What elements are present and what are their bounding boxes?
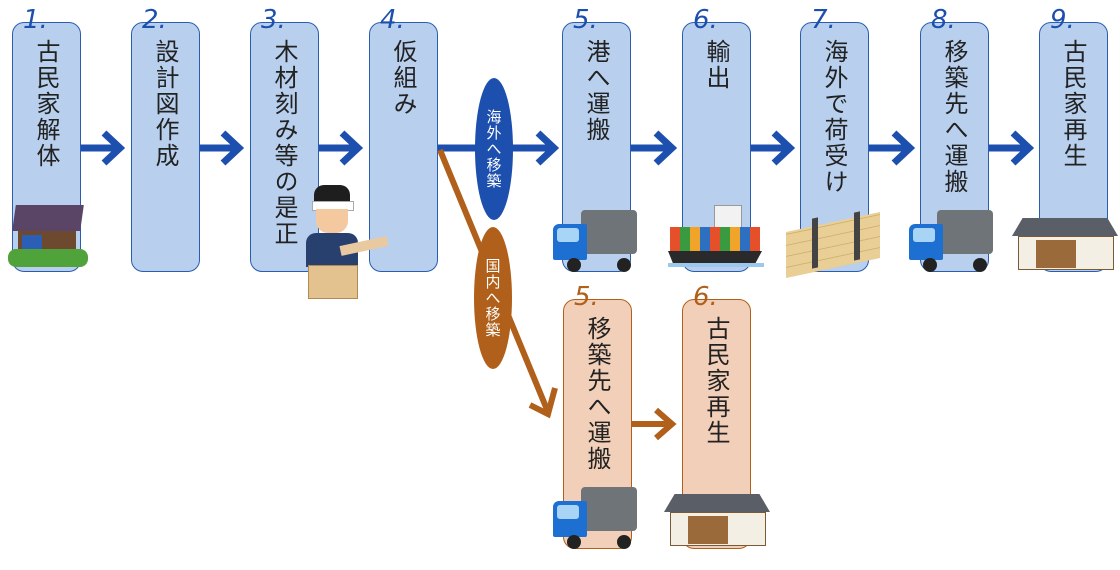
step-label: 古民家再生	[702, 316, 730, 446]
step-number: 6.	[693, 5, 718, 35]
step-number: 6.	[693, 282, 718, 312]
traditional-house-icon	[664, 490, 770, 546]
arrow-right-icon	[632, 407, 677, 441]
truck-icon	[907, 210, 995, 272]
step-3-box: 3. 木材刻み等の是正	[250, 7, 319, 272]
step-number: 5.	[574, 282, 599, 312]
step-label: 移築先へ運搬	[940, 39, 968, 195]
overseas-branch-label: 海外へ移築	[475, 78, 513, 220]
traditional-house-icon	[1012, 214, 1118, 270]
arrow-right-icon	[200, 130, 245, 166]
step-4-box: 4. 仮組み	[369, 7, 438, 272]
domestic-branch-label: 国内へ移築	[474, 227, 512, 369]
arrow-right-icon	[631, 130, 678, 166]
step-label: 仮組み	[389, 39, 417, 117]
step-number: 5.	[573, 5, 598, 35]
step-label: 海外で荷受け	[820, 39, 848, 195]
step-label: 設計図作成	[151, 39, 179, 169]
step-number: 7.	[811, 5, 836, 35]
step-number: 9.	[1050, 5, 1075, 35]
arrow-right-icon	[869, 130, 916, 166]
step-label: 木材刻み等の是正	[270, 39, 298, 247]
step-number: 3.	[261, 5, 286, 35]
step-label: 港へ運搬	[582, 39, 610, 143]
arrow-right-icon	[751, 130, 796, 166]
ruined-house-icon	[8, 205, 88, 267]
step-number: 2.	[142, 5, 167, 35]
step-number: 4.	[380, 5, 405, 35]
step-2-box: 2. 設計図作成	[131, 7, 200, 272]
truck-icon	[551, 210, 639, 272]
carpenter-icon	[300, 185, 390, 300]
container-ship-icon	[668, 205, 764, 271]
step-label: 古民家再生	[1059, 39, 1087, 169]
lumber-bundle-icon	[786, 211, 888, 278]
step-label: 移築先へ運搬	[583, 316, 611, 472]
step-number: 1.	[23, 5, 48, 35]
step-label: 輸出	[702, 39, 730, 91]
arrow-right-icon	[989, 130, 1035, 166]
step-number: 8.	[931, 5, 956, 35]
arrow-right-icon	[319, 130, 364, 166]
truck-icon	[551, 487, 639, 549]
arrow-right-icon	[81, 130, 126, 166]
step-label: 古民家解体	[32, 39, 60, 169]
